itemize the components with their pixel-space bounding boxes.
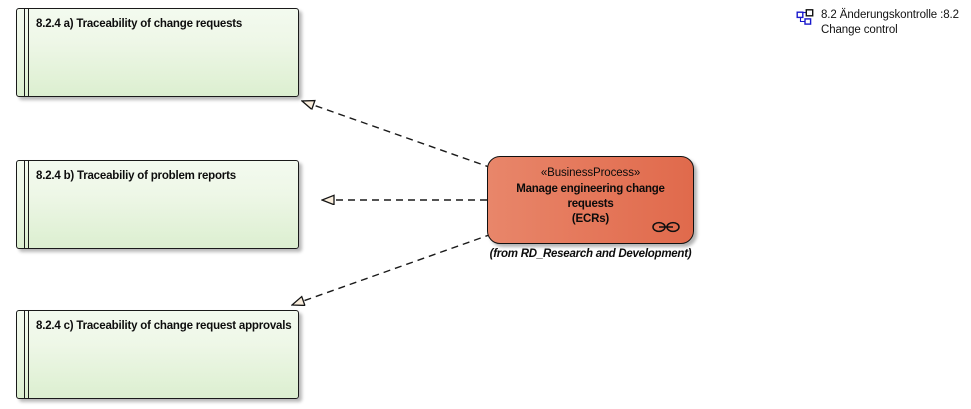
realization-connector-c[interactable] <box>292 233 493 305</box>
requirement-gutter-line-inner <box>28 311 29 398</box>
business-process-name-line2: (ECRs) <box>571 213 610 225</box>
requirement-label-a: 8.2.4 a) Traceability of change requests <box>36 18 243 30</box>
realization-connector-a[interactable] <box>302 101 493 169</box>
requirement-node-a[interactable]: 8.2.4 a) Traceability of change requests <box>16 8 299 97</box>
process-marker-icon <box>652 221 680 233</box>
requirement-gutter-line-outer <box>24 161 25 248</box>
diagram-reference-text: 8.2 Änderungskontrolle :8.2 Change contr… <box>821 8 959 37</box>
diagram-reference-line2: Change control <box>821 23 898 36</box>
business-process-text: «BusinessProcess» Manage engineering cha… <box>496 166 685 227</box>
requirement-gutter-line-outer <box>24 311 25 398</box>
business-process-node[interactable]: «BusinessProcess» Manage engineering cha… <box>487 156 694 244</box>
requirement-gutter-line-outer <box>24 9 25 96</box>
requirement-node-b[interactable]: 8.2.4 b) Traceabiliy of problem reports <box>16 160 299 249</box>
business-process-stereotype: «BusinessProcess» <box>540 167 641 179</box>
requirement-node-c[interactable]: 8.2.4 c) Traceability of change request … <box>16 310 299 399</box>
business-process-name-line1: Manage engineering change requests <box>516 183 665 210</box>
diagram-reference[interactable]: 8.2 Änderungskontrolle :8.2 Change contr… <box>796 8 959 37</box>
requirement-label-b: 8.2.4 b) Traceabiliy of problem reports <box>36 170 236 182</box>
diagram-tree-icon <box>796 9 814 25</box>
requirement-label-c: 8.2.4 c) Traceability of change request … <box>36 320 292 332</box>
diagram-reference-line1: 8.2 Änderungskontrolle :8.2 <box>821 9 959 21</box>
business-process-from-label: (from RD_Research and Development) <box>489 248 692 260</box>
requirement-gutter-line-inner <box>28 9 29 96</box>
requirement-gutter-line-inner <box>28 161 29 248</box>
